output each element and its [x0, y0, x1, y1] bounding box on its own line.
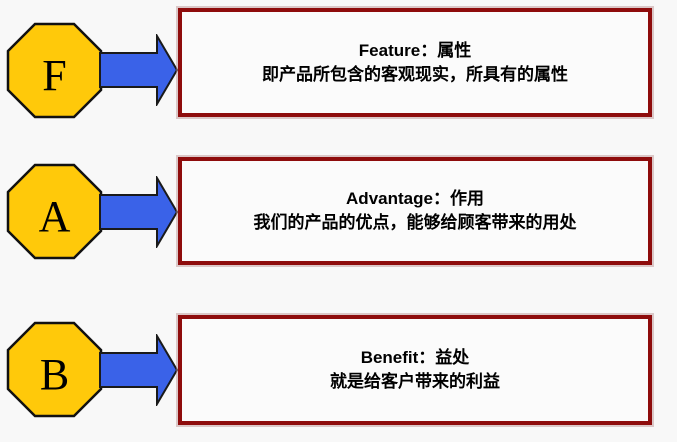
right-arrow-icon	[99, 334, 179, 406]
right-arrow-icon	[99, 34, 179, 106]
feature-title: Feature：属性	[358, 40, 472, 60]
benefit-box: Benefit：益处 就是给客户带来的利益	[178, 315, 652, 425]
advantage-title: Advantage：作用	[346, 189, 484, 208]
octagon-letter-f: F	[42, 50, 67, 100]
advantage-box: Advantage：作用 我们的产品的优点，能够给顾客带来的用处	[178, 157, 652, 265]
octagon-shape-icon	[6, 163, 103, 260]
feature-box: Feature：属性 即产品所包含的客观现实，所具有的属性	[178, 8, 652, 117]
octagon-shape-icon	[6, 321, 103, 418]
octagon-letter-b: B	[39, 349, 70, 399]
octagon-shape-icon	[6, 22, 103, 119]
right-arrow-icon	[99, 176, 179, 248]
octagon-letter-a: A	[38, 191, 71, 241]
benefit-octagon: B	[6, 321, 103, 418]
feature-octagon: F	[6, 22, 103, 119]
advantage-octagon: A	[6, 163, 103, 260]
benefit-title: Benefit：益处	[360, 348, 470, 367]
advantage-description: 我们的产品的优点，能够给顾客带来的用处	[253, 213, 577, 232]
benefit-description: 就是给客户带来的利益	[330, 372, 500, 391]
feature-description: 即产品所包含的客观现实，所具有的属性	[262, 64, 568, 84]
